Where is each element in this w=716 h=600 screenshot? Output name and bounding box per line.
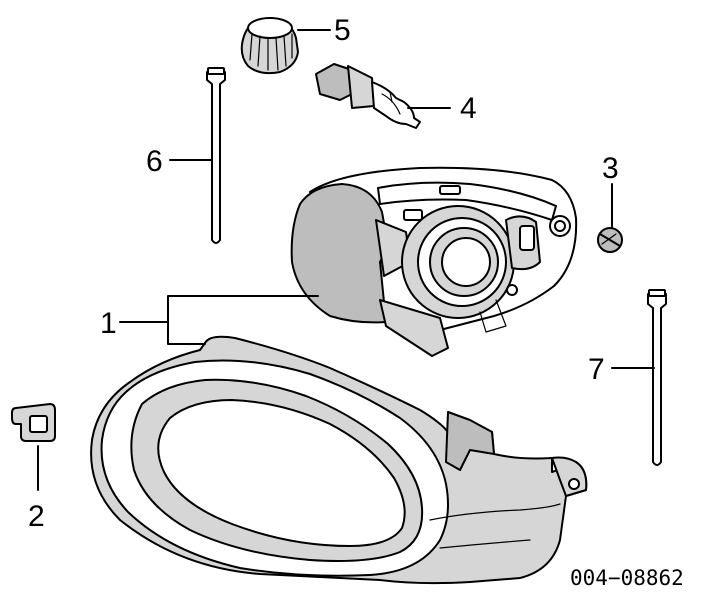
callout-6: 6 (146, 145, 163, 178)
part-1-headlamp-assembly (290, 166, 578, 357)
callout-5: 5 (334, 14, 351, 47)
part-2-clip (11, 403, 56, 442)
callout-1: 1 (100, 307, 117, 340)
leader-lines (37, 29, 655, 491)
part-6-bolt (206, 67, 226, 244)
part-3-nut (597, 227, 623, 253)
callout-3: 3 (602, 152, 619, 185)
callout-2: 2 (28, 500, 45, 533)
catalog-number: 004−08862 (570, 566, 684, 590)
part-7-bolt (647, 289, 667, 466)
leader-1 (119, 295, 319, 345)
part-4-bulb (315, 63, 421, 129)
part-1-bezel (90, 335, 588, 585)
callout-7: 7 (588, 353, 605, 386)
callout-4: 4 (460, 92, 477, 125)
part-5-socket-cap (240, 17, 299, 75)
